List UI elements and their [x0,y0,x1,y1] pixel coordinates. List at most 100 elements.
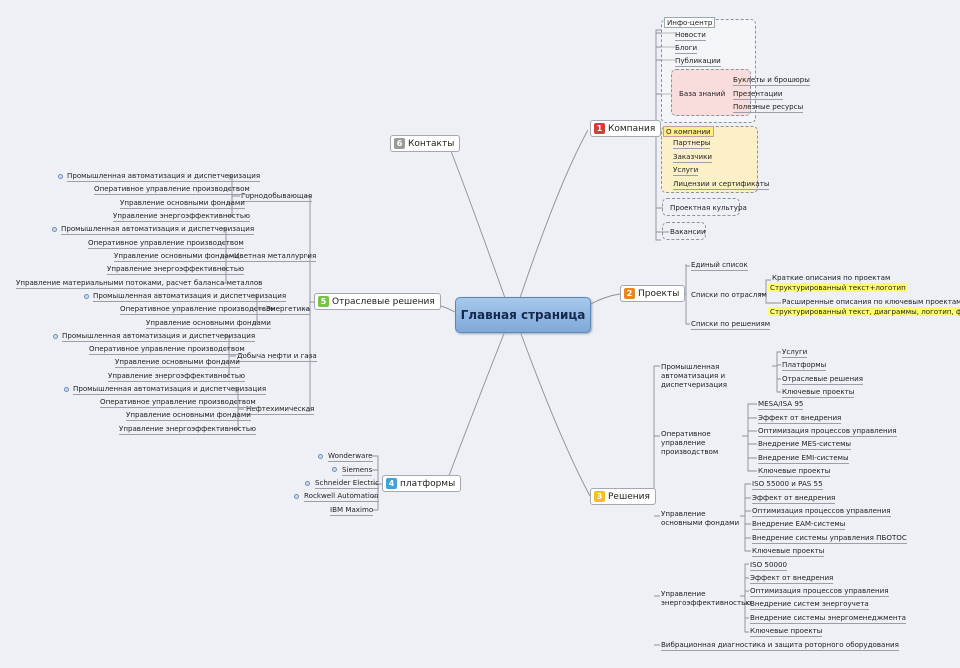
solution-automation-item[interactable]: Отраслевые решения [782,374,864,385]
node-vacancies[interactable]: Вакансии [670,227,706,236]
platform-item[interactable]: Schneider Electric [315,478,380,489]
branch-projects[interactable]: 2 Проекты [620,285,686,302]
node-useful-resources[interactable]: Полезные ресурсы [733,102,804,113]
solution-energy-item[interactable]: Внедрение системы энергоменеджмента [750,613,906,624]
node-project-culture[interactable]: Проектная культура [670,203,747,212]
solution-mes[interactable]: Оперативное управление производством [661,429,749,456]
node-knowledge-base[interactable]: База знаний [679,89,726,98]
branch-solutions[interactable]: 3 Решения [590,488,656,505]
solution-automation-item[interactable]: Услуги [782,347,808,358]
industry-item[interactable]: Управление основными фондами [126,410,251,421]
solution-eam-item[interactable]: Внедрение EAM-системы [752,519,846,530]
bullet-icon [58,174,63,179]
industry-item[interactable]: Управление основными фондами [114,251,239,262]
solution-eam-item[interactable]: Внедрение системы управления ПБОТОС [752,533,907,544]
solution-automation[interactable]: Промышленная автоматизация и диспетчериз… [661,362,773,389]
branch-label: Проекты [638,288,680,299]
node-blogs[interactable]: Блоги [675,43,698,54]
bullet-icon [52,227,57,232]
industry-item[interactable]: Управление энергоэффективностью [119,424,256,435]
industry-petrochemical[interactable]: Нефтехимическая [246,404,315,415]
platform-item[interactable]: Rockwell Automation [304,491,379,502]
industry-item[interactable]: Оперативное управление производством [100,397,256,408]
solution-mes-item[interactable]: Внедрение MES-системы [758,439,852,450]
industry-item[interactable]: Управление основными фондами [115,357,240,368]
industry-item[interactable]: Оперативное управление производством [88,238,244,249]
solution-energy-item[interactable]: Внедрение систем энергоучета [750,599,869,610]
industry-item[interactable]: Промышленная автоматизация и диспетчериз… [67,171,261,182]
solution-mes-item[interactable]: Эффект от внедрения [758,413,842,424]
solution-mes-item[interactable]: Оптимизация процессов управления [758,426,897,437]
industry-item[interactable]: Управление энергоэффективностью [107,264,244,275]
platform-item[interactable]: IBM Maximo [330,505,374,516]
branch-platforms[interactable]: 4 платформы [382,475,462,492]
vacancies-group [662,222,706,240]
solution-mes-item[interactable]: Внедрение EMI-системы [758,453,849,464]
solution-eam-item[interactable]: Ключевые проекты [752,546,825,557]
industry-item[interactable]: Управление энергоэффективностью [108,371,245,382]
node-services[interactable]: Услуги [673,165,699,176]
solution-mes-item[interactable]: Ключевые проекты [758,466,831,477]
branch-label: Контакты [408,138,455,149]
industry-mining[interactable]: Горнодобывающая [241,191,313,202]
about-group [661,126,758,193]
node-news[interactable]: Новости [675,30,706,41]
node-lists-by-solutions[interactable]: Списки по решениям [691,319,771,330]
industry-item[interactable]: Оперативное управление производством [94,184,250,195]
central-topic[interactable]: Главная страница [455,297,591,333]
branch-company[interactable]: 1 Компания [590,120,662,137]
industry-item[interactable]: Управление материальными потоками, расче… [16,278,263,289]
info-center-label[interactable]: Инфо-центр [664,17,716,28]
industry-item[interactable]: Промышленная автоматизация и диспетчериз… [62,331,256,342]
node-customers[interactable]: Заказчики [673,152,712,163]
industry-energy[interactable]: Энергетика [266,304,310,315]
solution-eam-item[interactable]: Эффект от внедрения [752,493,836,504]
solution-energy-item[interactable]: ISO 50000 [750,560,787,571]
branch-label: платформы [400,478,456,489]
bullet-icon [53,334,58,339]
industry-item[interactable]: Промышленная автоматизация и диспетчериз… [93,291,287,302]
node-booklets[interactable]: Буклеты и брошюры [733,75,810,86]
branch-industry[interactable]: 5 Отраслевые решения [314,293,441,310]
industry-item[interactable]: Промышленная автоматизация и диспетчериз… [73,384,267,395]
number-badge: 1 [594,123,605,134]
platform-item[interactable]: Siemens [342,465,373,476]
industry-item[interactable]: Управление энергоэффективностью [113,211,250,222]
bullet-icon [64,387,69,392]
bullet-icon [294,494,299,499]
node-single-list[interactable]: Единый список [691,260,748,271]
platform-item[interactable]: Wonderware [328,451,373,462]
branch-label: Компания [608,123,656,134]
solution-automation-item[interactable]: Ключевые проекты [782,387,855,398]
node-presentations[interactable]: Презентации [733,89,783,100]
solution-automation-item[interactable]: Платформы [782,360,827,371]
solution-vibration[interactable]: Вибрационная диагностика и защита роторн… [661,640,899,651]
industry-item[interactable]: Промышленная автоматизация и диспетчериз… [61,224,255,235]
industry-item[interactable]: Оперативное управление производством [120,304,276,315]
node-partners[interactable]: Партнеры [673,138,711,149]
solution-label: Управление энергоэффективностью [661,589,752,607]
industry-oil-gas[interactable]: Добыча нефти и газа [237,351,317,362]
solution-energy-item[interactable]: Оптимизация процессов управления [750,586,889,597]
industry-item[interactable]: Управление основными фондами [120,198,245,209]
solution-mes-item[interactable]: MESA/ISA 95 [758,399,804,410]
bullet-icon [318,454,323,459]
note-short-descriptions: Структурированный текст+логотип [768,283,908,292]
node-lists-by-industry[interactable]: Списки по отраслям [691,290,767,299]
solution-eam-item[interactable]: Оптимизация процессов управления [752,506,891,517]
solution-energy-item[interactable]: Эффект от внедрения [750,573,834,584]
number-badge: 6 [394,138,405,149]
industry-item[interactable]: Управление основными фондами [146,318,271,329]
about-label[interactable]: О компании [663,126,714,137]
solution-energy[interactable]: Управление энергоэффективностью [661,589,751,607]
node-licenses[interactable]: Лицензии и сертификаты [673,179,770,190]
industry-item[interactable]: Оперативное управление производством [89,344,245,355]
solution-eam-item[interactable]: ISO 55000 и PAS 55 [752,479,823,490]
branch-contacts[interactable]: 6 Контакты [390,135,461,152]
bullet-icon [84,294,89,299]
solution-eam[interactable]: Управление основными фондами [661,509,746,527]
node-publications[interactable]: Публикации [675,56,721,67]
solution-energy-item[interactable]: Ключевые проекты [750,626,823,637]
industry-metal[interactable]: Цветная металлургия [234,251,317,262]
